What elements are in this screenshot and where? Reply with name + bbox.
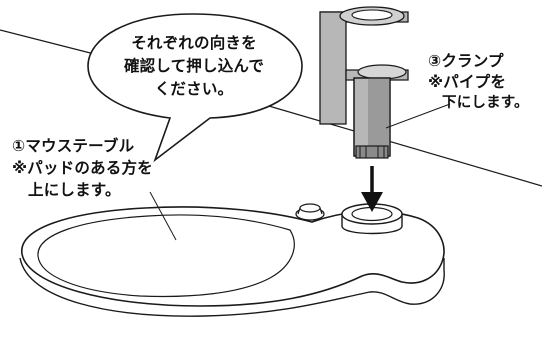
clamp-label-note-1: ※パイプを: [428, 73, 507, 91]
clamp-label-title: ③クランプ: [428, 52, 504, 70]
speech-bubble: [87, 13, 303, 163]
clamp-label-note-2: 下にします。: [442, 95, 529, 111]
bubble-line-2: 確認して押し込んで: [123, 57, 265, 75]
bubble-line-3: ください。: [154, 80, 234, 98]
table-label-title: ①マウステーブル: [12, 137, 135, 155]
table-label-note-1: ※パッドのある方を: [12, 159, 153, 177]
table-leader-line: [149, 191, 177, 241]
desk-edge-right-line: [261, 103, 542, 187]
insert-arrow: [361, 166, 383, 212]
table-label-note-2: 上にします。: [28, 181, 121, 199]
bubble-line-1: それぞれの向きを: [131, 34, 257, 52]
mouse-table: [19, 203, 445, 317]
clamp-leader-line: [385, 103, 451, 129]
table-knob: [295, 203, 325, 221]
pipe-socket: [341, 203, 403, 235]
clamp: [319, 6, 409, 159]
